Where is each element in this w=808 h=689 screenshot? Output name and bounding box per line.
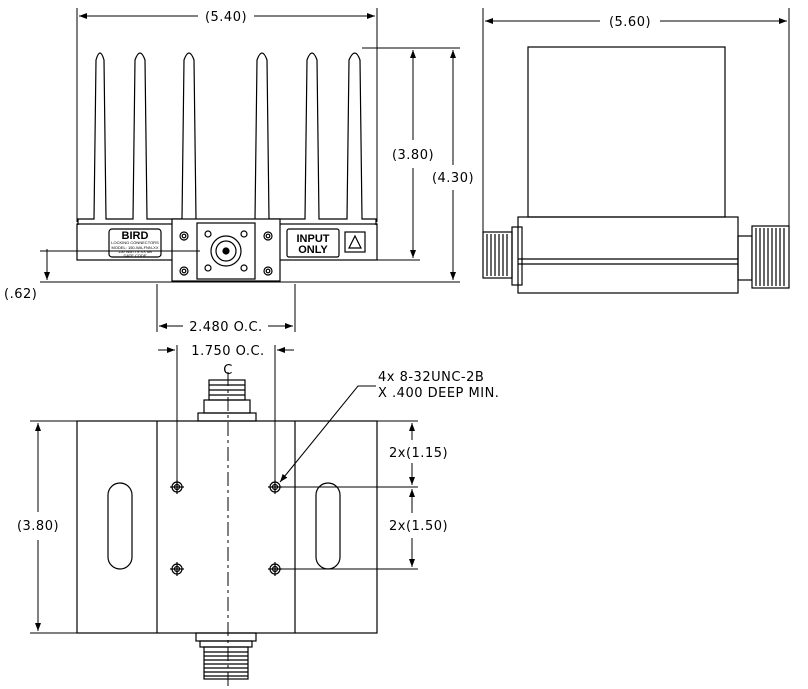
tapped-hole: [170, 480, 282, 576]
input-only-text: INPUT ONLY: [297, 233, 330, 256]
side-view: [482, 46, 790, 294]
dim-bottom-height: (3.80): [17, 519, 59, 534]
bird-label-plate: [108, 228, 162, 258]
centerline-symbol: C: [223, 363, 233, 378]
dim-top-width: (5.40): [205, 10, 247, 25]
mounting-slot-right: [315, 482, 341, 570]
hole-callout-line2: X .400 DEEP MIN.: [378, 386, 499, 401]
dim-side-width: (5.60): [609, 15, 651, 30]
dim-spacing-lower: 2x(1.50): [389, 519, 448, 534]
side-right-connector: [737, 225, 790, 289]
dim-fin-height: (3.80): [392, 148, 434, 163]
dim-base-offset: (.62): [4, 287, 37, 302]
svg-text:INPUT: INPUT: [297, 233, 330, 245]
dim-total-height: (4.30): [432, 171, 474, 186]
side-body: [527, 46, 726, 218]
dim-spacing-upper: 2x(1.15): [389, 446, 448, 461]
dim-oc-wide: 2.480 O.C.: [189, 320, 262, 335]
bottom-lower-connector: [195, 632, 257, 680]
side-left-connector: [482, 231, 513, 279]
warning-label: [344, 231, 366, 253]
bottom-view: [76, 379, 378, 680]
warning-icon: [348, 234, 362, 249]
heatsink-fins: [77, 52, 377, 225]
mounting-slot-left: [107, 482, 133, 570]
svg-text:ONLY: ONLY: [298, 244, 328, 256]
input-only-plate: [286, 228, 340, 258]
brand-text: BIRD: [122, 230, 149, 242]
flange-screw: [179, 230, 273, 276]
svg-text:LOCKING CONNECTORS: LOCKING CONNECTORS: [111, 240, 159, 245]
svg-text:DATE CODE: DATE CODE: [123, 253, 146, 258]
svg-text:MODEL: 150-WA-FNN-XX: MODEL: 150-WA-FNN-XX: [112, 245, 159, 250]
bottom-top-connector: [197, 379, 257, 422]
hole-callout-line1: 4x 8-32UNC-2B: [378, 370, 484, 385]
bottom-body: [76, 420, 378, 634]
front-view: [76, 52, 378, 282]
dim-oc-narrow: 1.750 O.C.: [191, 344, 264, 359]
bird-label-text: BIRD LOCKING CONNECTORS MODEL: 150-WA-FN…: [111, 230, 159, 258]
